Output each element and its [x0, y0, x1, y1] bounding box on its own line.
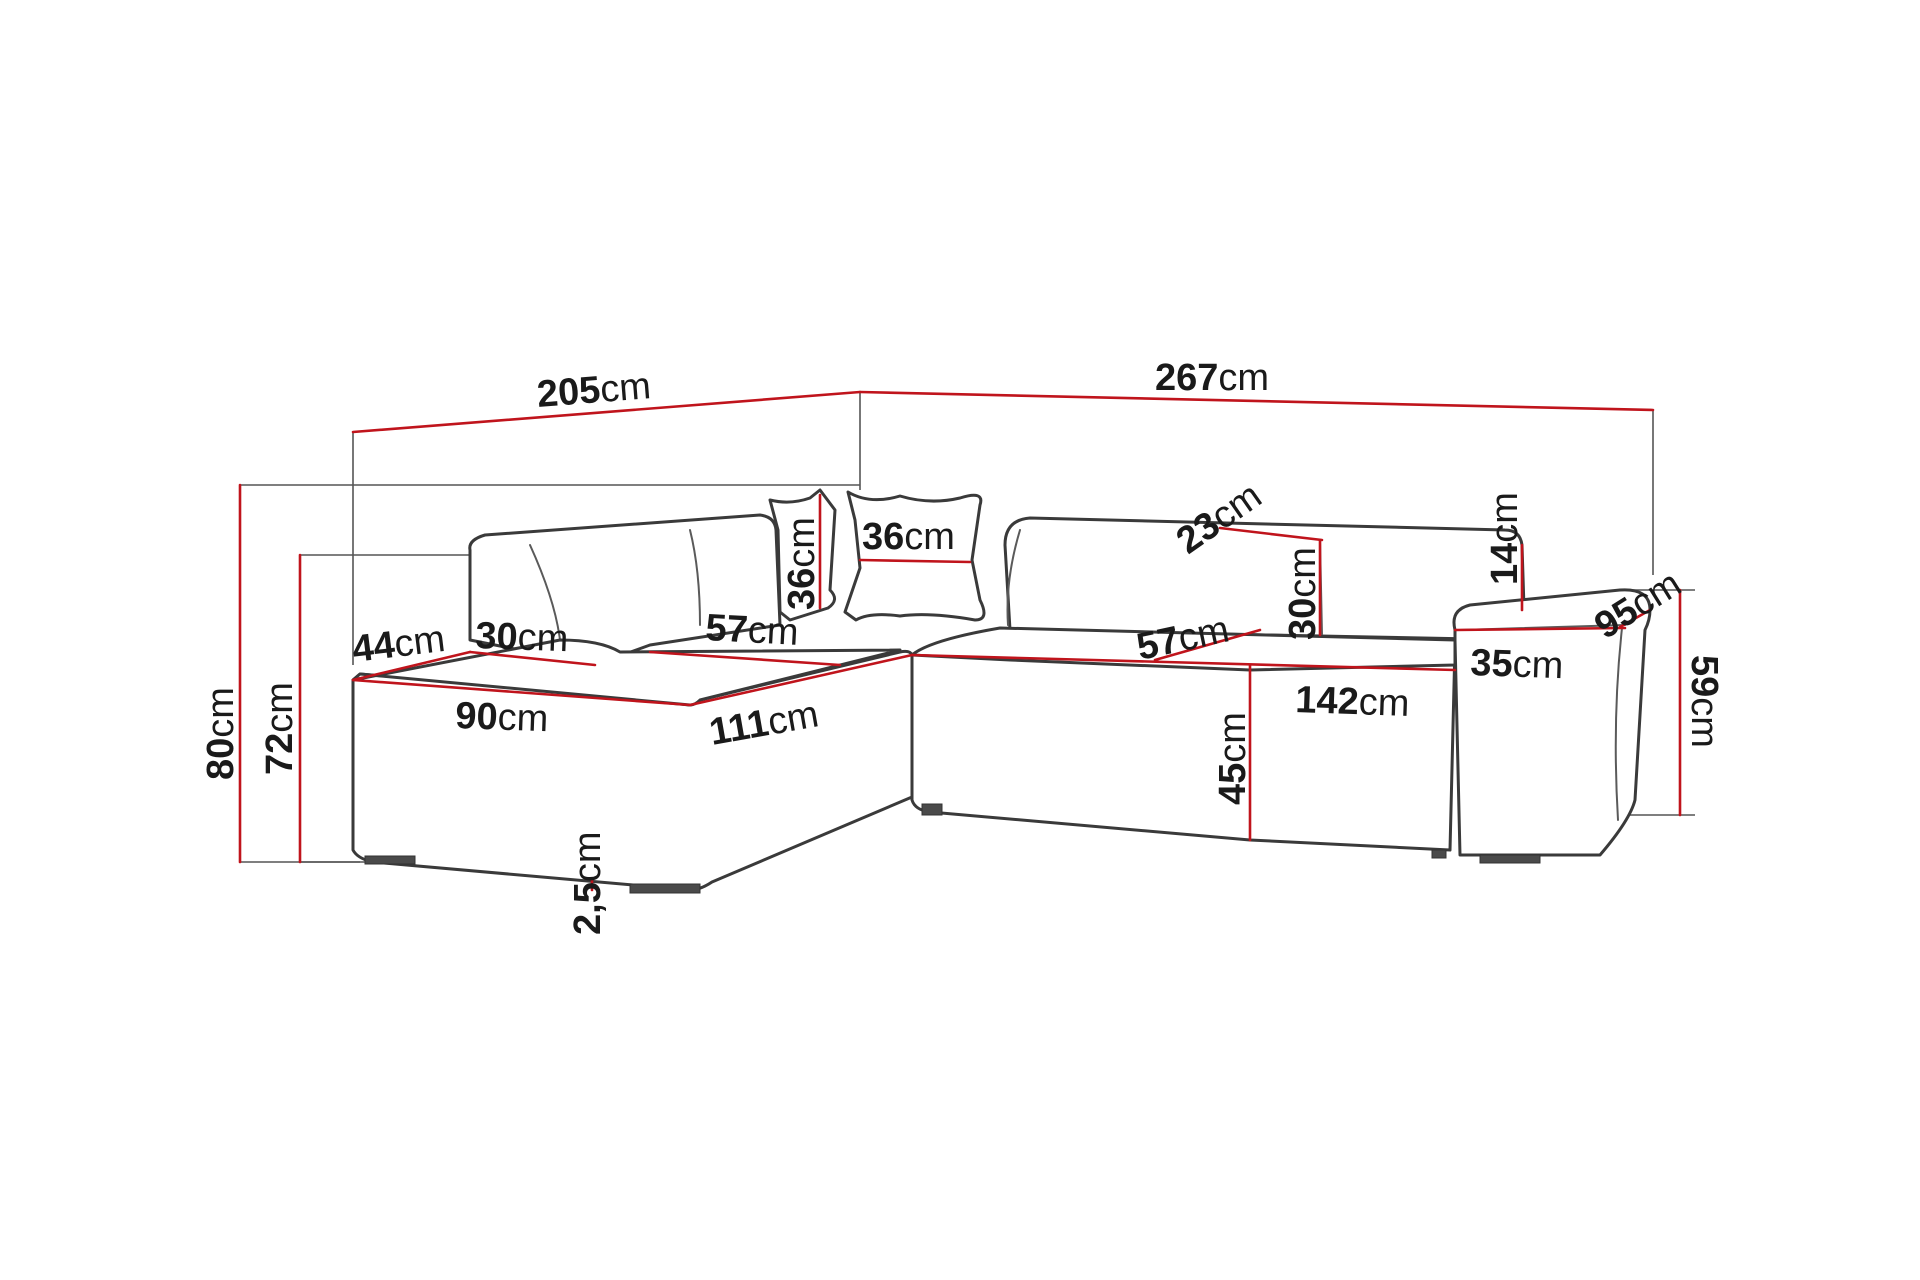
- dimension-lines: [238, 390, 1682, 892]
- dim-line-267: [858, 390, 1655, 412]
- extension-lines: [240, 392, 1695, 863]
- right-armrest: [1452, 588, 1652, 857]
- label-80cm: 80cm: [200, 687, 242, 780]
- label-30cm-left: 30cm: [475, 615, 569, 660]
- main-base: [910, 636, 1457, 852]
- leg-right-front: [1479, 854, 1541, 864]
- label-36cm-pillow-h: 36cm: [781, 517, 823, 610]
- leg-left-front: [364, 855, 416, 865]
- label-30cm-right: 30cm: [1282, 547, 1324, 640]
- leg-chaise: [629, 883, 701, 894]
- label-59cm: 59cm: [1683, 655, 1725, 748]
- leg-middle: [921, 803, 943, 816]
- label-57cm-right: 57cm: [1133, 608, 1233, 668]
- main-back: [1003, 516, 1527, 642]
- dim-line-35: [1453, 626, 1627, 632]
- label-90cm: 90cm: [455, 695, 549, 740]
- leg-right: [1431, 849, 1447, 859]
- label-44cm: 44cm: [350, 618, 447, 671]
- dim-line-90: [351, 678, 692, 707]
- label-36cm-pillow-w: 36cm: [862, 516, 955, 558]
- dim-line-57-left: [648, 650, 842, 667]
- label-2-5cm: 2,5cm: [567, 832, 609, 935]
- label-35cm: 35cm: [1470, 642, 1564, 687]
- label-57cm-left: 57cm: [705, 607, 800, 654]
- label-267cm: 267cm: [1155, 357, 1269, 399]
- label-142cm: 142cm: [1295, 679, 1410, 725]
- label-14cm: 14cm: [1484, 492, 1526, 585]
- label-72cm: 72cm: [259, 682, 301, 775]
- dim-line-95: [1618, 608, 1652, 629]
- dimension-labels: 205cm 267cm 80cm 72cm 44cm 30cm 57cm 36c…: [200, 357, 1725, 935]
- label-205cm: 205cm: [535, 365, 652, 416]
- label-111cm: 111cm: [706, 693, 821, 753]
- dim-line-57-right: [1153, 628, 1262, 662]
- dim-line-44: [351, 650, 472, 682]
- sofa-outline: [351, 488, 1652, 894]
- dim-line-pillow-w: [858, 558, 972, 564]
- dim-line-111: [688, 653, 914, 707]
- label-45cm: 45cm: [1212, 712, 1254, 805]
- pillow-front: [843, 490, 986, 622]
- dim-line-205: [351, 390, 862, 434]
- dim-line-23: [1218, 526, 1324, 542]
- dim-line-142: [910, 653, 1457, 672]
- dim-line-30-left: [468, 650, 597, 667]
